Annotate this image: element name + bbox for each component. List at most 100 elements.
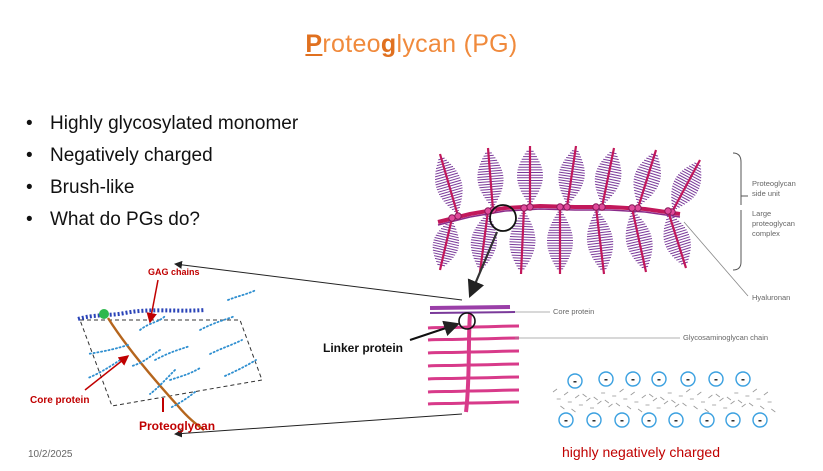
gag-dotted-chain bbox=[131, 349, 161, 367]
fiber-stroke bbox=[571, 408, 576, 413]
gag-branch bbox=[466, 349, 520, 354]
svg-text:-: - bbox=[573, 374, 577, 388]
negative-charge-icon: - bbox=[699, 412, 715, 428]
gag-dotted-chain bbox=[209, 339, 243, 355]
negative-charge-icon: - bbox=[668, 412, 684, 428]
gag-branch bbox=[427, 337, 468, 342]
pg-brush-unit bbox=[509, 204, 536, 275]
negative-charge-icon: - bbox=[614, 412, 630, 428]
fiber-stroke bbox=[574, 394, 580, 399]
fiber-stroke bbox=[759, 405, 765, 410]
negative-charge-icon: - bbox=[680, 371, 696, 387]
fiber-stroke bbox=[730, 400, 735, 405]
gag-branch bbox=[427, 401, 466, 406]
bullet-item: •Negatively charged bbox=[26, 145, 213, 166]
svg-text:-: - bbox=[674, 413, 678, 427]
label-hyaluronan: Hyaluronan bbox=[752, 293, 790, 302]
left-schematic bbox=[77, 289, 263, 431]
gag-dotted-chain bbox=[87, 359, 121, 379]
gag-branch bbox=[467, 324, 520, 329]
negative-charge-icon: - bbox=[735, 371, 751, 387]
label-pg-side-unit: Proteoglycan bbox=[752, 179, 796, 188]
fiber-stroke bbox=[552, 388, 558, 393]
svg-text:-: - bbox=[686, 372, 690, 386]
fiber-stroke bbox=[604, 399, 610, 404]
label-core-protein-right: Core protein bbox=[553, 307, 594, 316]
negatively-charged-caption: highly negatively charged bbox=[562, 444, 720, 460]
fiber-stroke bbox=[737, 399, 743, 404]
fiber-stroke bbox=[608, 403, 613, 408]
zoom-circle bbox=[489, 204, 517, 232]
fiber-stroke bbox=[763, 391, 769, 396]
negative-charge-icon: - bbox=[598, 371, 614, 387]
negative-charge-icon: - bbox=[567, 373, 583, 389]
fiber-stroke bbox=[741, 403, 746, 408]
zoom-arrow bbox=[467, 231, 499, 299]
fiber-stroke bbox=[560, 405, 565, 410]
negative-charge-icon: - bbox=[558, 412, 574, 428]
label-proteoglycan: Proteoglycan bbox=[139, 419, 215, 433]
fiber-stroke bbox=[652, 397, 658, 402]
fiber-stroke bbox=[685, 388, 691, 393]
complex-bracket bbox=[732, 152, 748, 271]
pg-brush-unit bbox=[547, 203, 573, 274]
svg-text:-: - bbox=[705, 413, 709, 427]
label-large-complex: Large bbox=[752, 209, 771, 218]
pg-brush-unit bbox=[663, 207, 692, 269]
svg-text:-: - bbox=[564, 413, 568, 427]
gag-dotted-chain bbox=[199, 315, 236, 331]
arrow-to-left-top bbox=[174, 260, 463, 301]
fiber-stroke bbox=[663, 400, 669, 405]
fiber-stroke bbox=[641, 394, 647, 399]
svg-text:-: - bbox=[731, 413, 735, 427]
fiber-stroke bbox=[715, 393, 721, 398]
gag-dotted-chain bbox=[149, 369, 176, 395]
gag-dotted-chain bbox=[87, 344, 129, 355]
pg-brush-unit bbox=[558, 145, 585, 211]
fiber-stroke bbox=[648, 393, 654, 398]
gag-dotted-chain bbox=[169, 367, 201, 381]
bullet-list: •Highly glycosylated monomer •Negatively… bbox=[26, 108, 298, 236]
bullet-item: •Highly glycosylated monomer bbox=[26, 113, 299, 134]
charge-panel: - - - - - - - - - - - - - - - bbox=[552, 371, 776, 428]
gag-chains-pointer bbox=[146, 279, 159, 324]
fiber-stroke bbox=[726, 396, 732, 401]
svg-text:-: - bbox=[620, 413, 624, 427]
pg-brush-unit bbox=[625, 204, 653, 273]
gag-dotted-chain bbox=[227, 289, 257, 301]
label-core-protein-left: Core protein bbox=[30, 395, 89, 406]
fiber-stroke bbox=[674, 403, 680, 408]
fiber-stroke bbox=[708, 394, 713, 399]
gag-dotted-chain bbox=[139, 315, 166, 331]
svg-text:-: - bbox=[714, 372, 718, 386]
fiber-stroke bbox=[671, 399, 676, 404]
label-gag-chain: Glycosaminoglycan chain bbox=[683, 333, 768, 342]
svg-text:-: - bbox=[657, 372, 661, 386]
proteoglycan-complex-illustration bbox=[432, 145, 702, 275]
negative-charge-icon: - bbox=[625, 371, 641, 387]
fiber-stroke bbox=[752, 388, 758, 393]
slide-title: Proteoglycan (PG) bbox=[305, 30, 518, 58]
linker-arrow bbox=[409, 320, 460, 341]
label-large-complex-3: complex bbox=[752, 229, 780, 238]
gag-branch bbox=[465, 388, 520, 393]
svg-text:-: - bbox=[592, 413, 596, 427]
svg-text:-: - bbox=[604, 372, 608, 386]
negative-charge-icon: - bbox=[752, 412, 768, 428]
gag-branch bbox=[427, 350, 468, 355]
fiber-stroke bbox=[597, 400, 602, 405]
fiber-stroke bbox=[630, 391, 635, 396]
slide-date: 10/2/2025 bbox=[28, 449, 73, 460]
negative-charge-icon: - bbox=[725, 412, 741, 428]
fiber-stroke bbox=[593, 396, 598, 401]
gag-branch bbox=[464, 400, 520, 405]
gag-branch bbox=[465, 375, 520, 380]
svg-text:-: - bbox=[631, 372, 635, 386]
label-large-complex-2: proteoglycan bbox=[752, 219, 795, 228]
svg-text:-: - bbox=[647, 413, 651, 427]
fiber-stroke bbox=[682, 402, 687, 407]
gag-dotted-chain bbox=[154, 345, 191, 361]
fiber-stroke bbox=[719, 397, 724, 402]
arrow-to-left-bottom bbox=[174, 413, 463, 438]
